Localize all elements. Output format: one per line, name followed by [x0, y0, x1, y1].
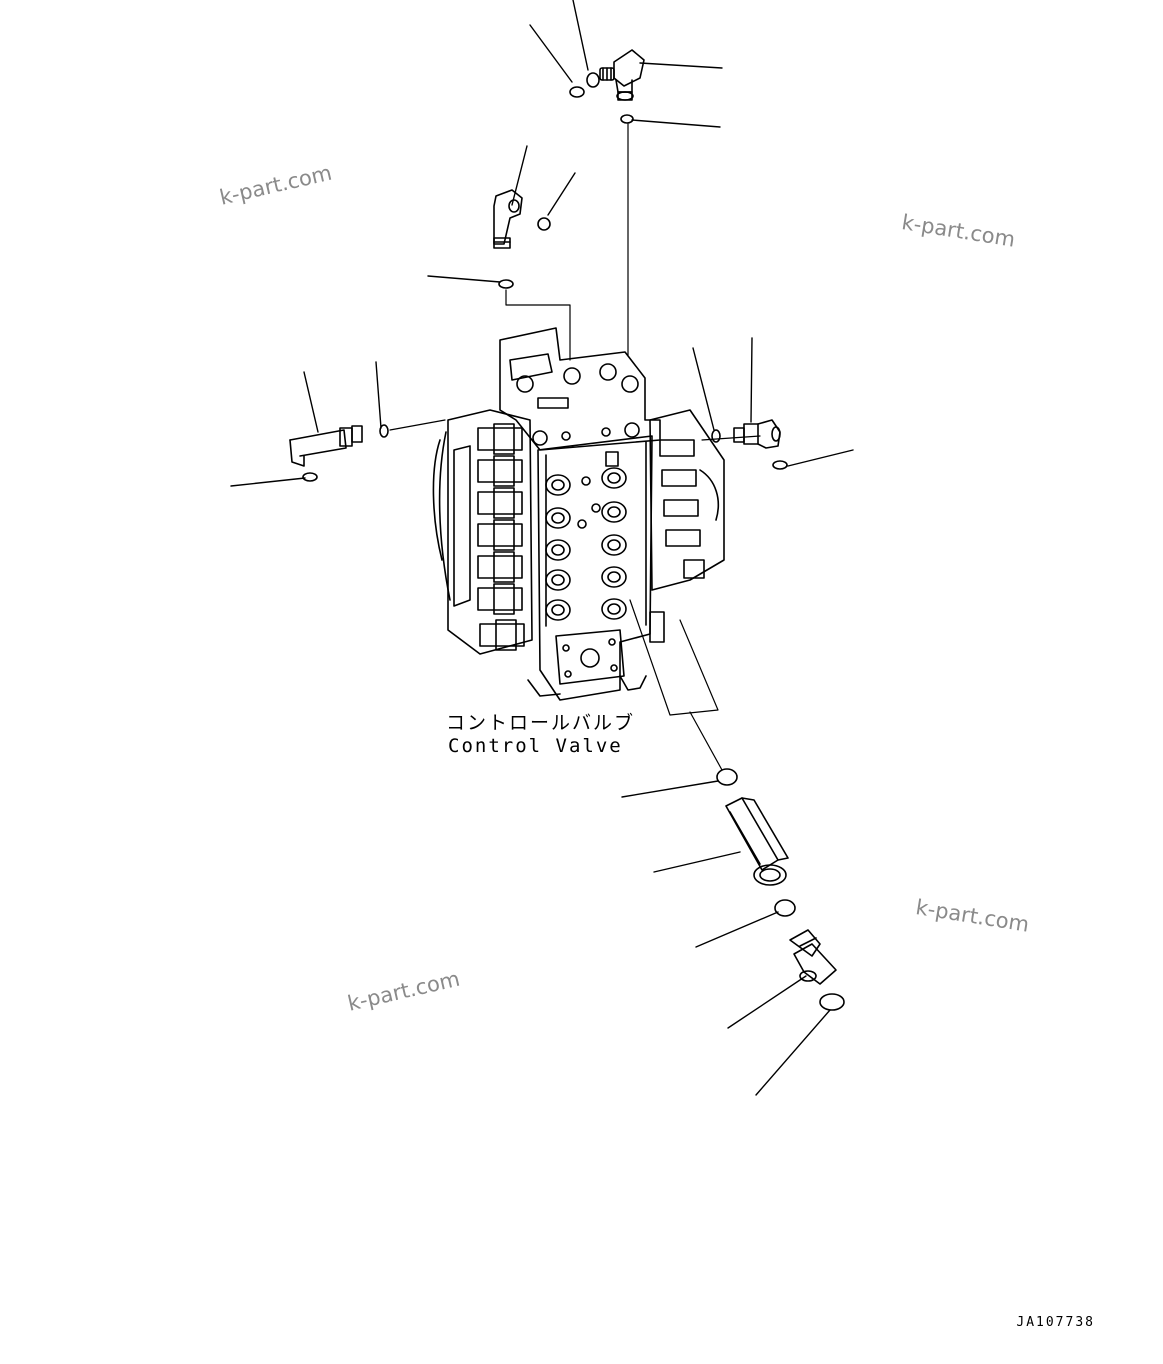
o-ring-lower-1: [716, 768, 738, 786]
leader-lines: [230, 0, 854, 1096]
spool-stack-right: [649, 409, 725, 643]
control-valve-body: [432, 327, 725, 701]
plug-fitting-lower: [789, 929, 837, 985]
o-ring-lower-2: [774, 899, 796, 917]
valve-ports: [545, 451, 627, 621]
component-label-en: Control Valve: [448, 735, 623, 757]
elbow-fitting-right: [711, 419, 788, 470]
document-id: JA107738: [1016, 1315, 1095, 1330]
assembly-lines: [389, 123, 761, 771]
o-ring-lower-3: [819, 993, 845, 1011]
spool-stack-left: [432, 409, 533, 655]
elbow-fitting-upper-left: [493, 189, 551, 289]
adapter-hex-body: [725, 797, 789, 886]
component-label-jp: コントロールバルブ: [446, 712, 636, 734]
straight-fitting-left: [289, 424, 389, 482]
elbow-fitting-top-right: [569, 49, 645, 124]
